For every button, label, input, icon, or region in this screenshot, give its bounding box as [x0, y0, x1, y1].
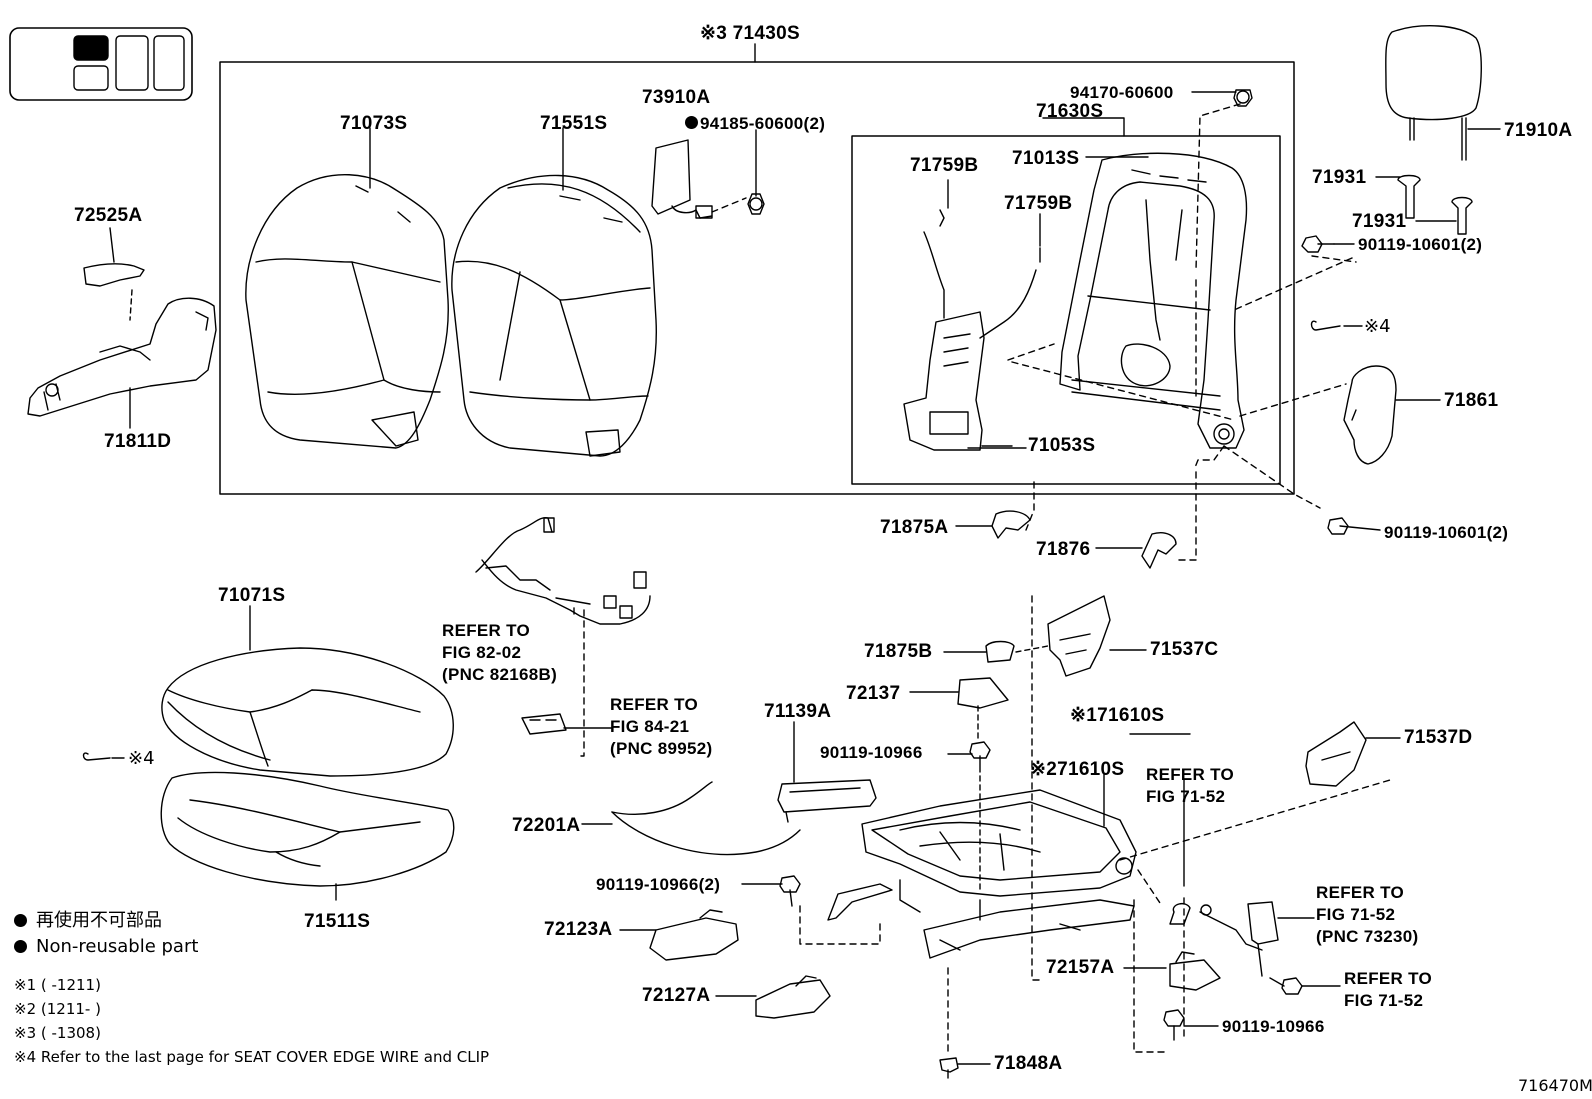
label-ref-71-52-b-line1: REFER TO [1344, 969, 1433, 988]
label-71759b-2: 71759B [1004, 193, 1073, 214]
label-71875b: 71875B [864, 641, 933, 662]
label-71931-1: 71931 [1312, 167, 1367, 188]
seat-cushion-pad-drawing [160, 771, 455, 887]
label-note4-left: ※4 [128, 748, 155, 769]
label-90119-10601-top: 90119-10601(2) [1358, 235, 1483, 254]
label-71139a: 71139A [764, 701, 832, 722]
label-72123a: 72123A [544, 919, 613, 940]
seat-cushion-cover-drawing [161, 647, 454, 777]
seat-back-assy-box [219, 61, 1295, 495]
non-reusable-dot [685, 116, 698, 129]
headrest-drawing [1385, 25, 1482, 161]
label-ref-82-02-line1: REFER TO [442, 621, 531, 640]
recliner-cover-drawing [1343, 365, 1397, 465]
legend-note1: ※1 ( -1211) [14, 976, 101, 994]
label-90119-10966-upper: 90119-10966 [820, 743, 923, 762]
legend-non-reusable-jp: 再使用不可部品 [36, 910, 162, 931]
label-71848a: 71848A [994, 1053, 1063, 1074]
bolt-drawing [1301, 235, 1335, 253]
label-71861: 71861 [1444, 390, 1499, 411]
frame-assy-box [851, 135, 1281, 485]
airbag-module-drawing [651, 139, 765, 219]
label-71610s-1: ※171610S [1070, 705, 1165, 726]
seat-adjuster-drawing [827, 789, 1137, 959]
label-71759b-1: 71759B [910, 155, 979, 176]
label-ref-71-52-pnc-line1: REFER TO [1316, 883, 1405, 902]
side-shield-drawing [27, 263, 217, 417]
spring-drawing [923, 209, 1041, 339]
wire-harness-drawing [475, 516, 651, 625]
label-71931-2: 71931 [1352, 211, 1407, 232]
label-ref-82-02-line2: FIG 82-02 [442, 643, 522, 662]
legend-dot-en [14, 940, 27, 953]
legend-note2: ※2 (1211- ) [14, 1000, 101, 1018]
seatback-pad-drawing [451, 174, 658, 457]
seatback-cover-drawing [245, 173, 449, 449]
label-72127a: 72127A [642, 985, 711, 1006]
label-71430s: ※3 71430S [700, 23, 800, 44]
label-71876: 71876 [1036, 539, 1091, 560]
label-71875a: 71875A [880, 517, 949, 538]
legend-dot-jp [14, 914, 27, 927]
label-71071s: 71071S [218, 585, 286, 606]
label-ref-71-52-pnc-line3: (PNC 73230) [1316, 927, 1419, 946]
label-71537c: 71537C [1150, 639, 1219, 660]
label-71073s: 71073S [340, 113, 408, 134]
headrest-guide-drawing [1397, 174, 1473, 235]
adjuster-cover-drawing [777, 779, 877, 823]
label-71811d: 71811D [104, 431, 172, 452]
label-90119-10601-bottom: 90119-10601(2) [1384, 523, 1509, 542]
label-ref-71-52-a-line2: FIG 71-52 [1146, 787, 1226, 806]
label-94170-60600: 94170-60600 [1070, 83, 1174, 102]
label-ref-84-21-line3: (PNC 89952) [610, 739, 713, 758]
lumbar-plate-drawing [903, 311, 1013, 451]
label-72137: 72137 [846, 683, 901, 704]
label-71630s: 71630S [1036, 101, 1104, 122]
seatback-frame-drawing [1059, 152, 1248, 449]
label-ref-84-21-line1: REFER TO [610, 695, 699, 714]
legend-note3: ※3 ( -1308) [14, 1024, 101, 1042]
legend-non-reusable-en: Non-reusable part [36, 936, 199, 957]
label-ref-71-52-pnc-line2: FIG 71-52 [1316, 905, 1396, 924]
label-71537d: 71537D [1404, 727, 1473, 748]
label-72201a: 72201A [512, 815, 581, 836]
label-72525a: 72525A [74, 205, 143, 226]
label-71910a: 71910A [1504, 120, 1573, 141]
label-71511s: 71511S [304, 911, 371, 932]
label-94185-60600: 94185-60600(2) [700, 114, 826, 133]
edge-wire-drawing [611, 781, 713, 815]
figure-code: 716470M [1518, 1076, 1592, 1095]
label-note4-right: ※4 [1364, 316, 1391, 337]
label-ref-82-02-line3: (PNC 82168B) [442, 665, 558, 684]
label-90119-10966-2: 90119-10966(2) [596, 875, 721, 894]
label-ref-84-21-line2: FIG 84-21 [610, 717, 690, 736]
label-71053s: 71053S [1028, 435, 1096, 456]
label-72157a: 72157A [1046, 957, 1115, 978]
label-71013s: 71013S [1012, 148, 1080, 169]
label-73910a: 73910A [642, 87, 711, 108]
seat-position-thumbnail [9, 27, 193, 101]
label-90119-10966-lower: 90119-10966 [1222, 1017, 1325, 1036]
label-ref-71-52-a-line1: REFER TO [1146, 765, 1235, 784]
seat-belt-buckle-drawing [1169, 901, 1279, 977]
legend-note4: ※4 Refer to the last page for SEAT COVER… [14, 1048, 490, 1066]
label-71610s-2: ※271610S [1030, 759, 1125, 780]
label-ref-71-52-b-line2: FIG 71-52 [1344, 991, 1424, 1010]
label-71551s: 71551S [540, 113, 608, 134]
